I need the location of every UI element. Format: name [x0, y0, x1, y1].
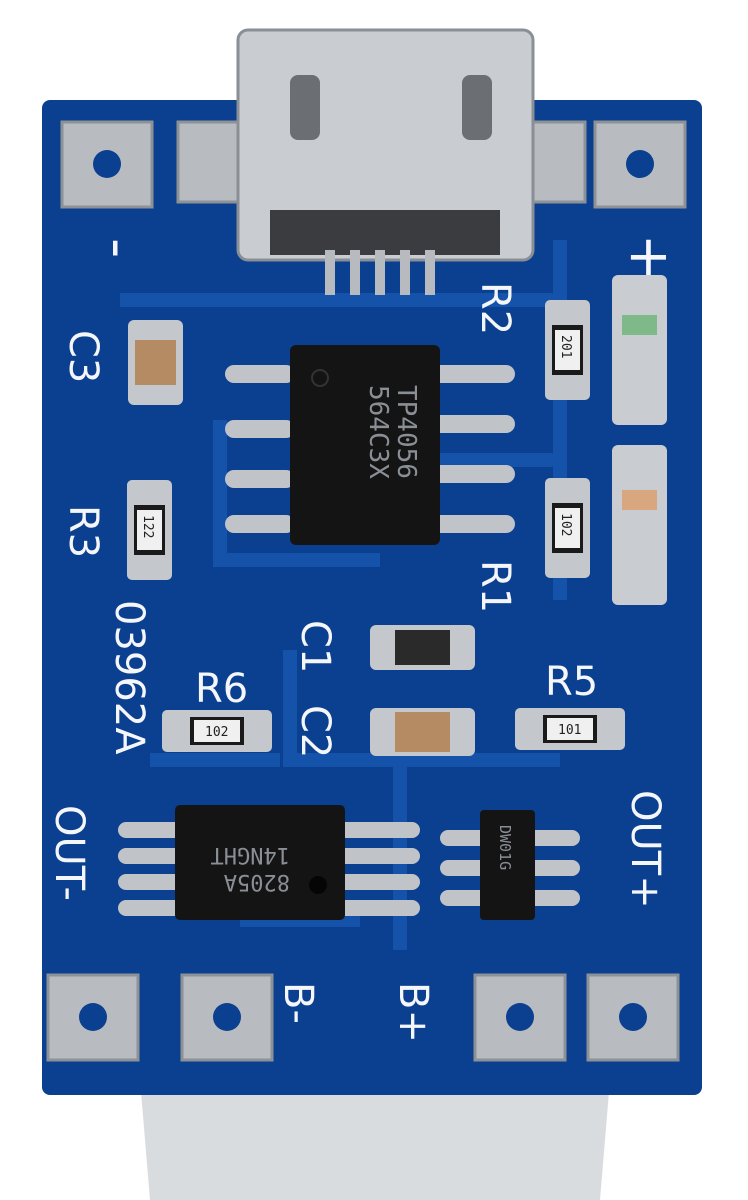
- label-c1: C1: [292, 620, 338, 673]
- label-out-minus: OUT-: [46, 805, 92, 901]
- label-plus: +: [625, 224, 672, 289]
- bottom-bracket: [140, 1080, 610, 1200]
- label-out-plus: OUT+: [622, 790, 668, 909]
- label-b-minus: B-: [275, 982, 321, 1024]
- chip-text-line2: 564C3X: [363, 385, 393, 479]
- label-c3: C3: [60, 330, 106, 383]
- protection-chip-text: DW01G: [496, 825, 514, 870]
- label-r6: R6: [195, 666, 248, 712]
- protection-chip: DW01G: [440, 810, 580, 920]
- label-r1: R1: [472, 560, 518, 613]
- tp4056-chip: TP4056 564C3X: [225, 345, 515, 545]
- leds: [612, 275, 667, 605]
- micro-usb-connector: [236, 28, 535, 295]
- label-r2: R2: [472, 282, 518, 335]
- label-r5: R5: [545, 659, 598, 705]
- label-b-plus: B+: [390, 982, 436, 1043]
- r6-code: 102: [205, 725, 228, 740]
- solder-pads: [46, 120, 687, 1062]
- mosfet-chip: 8205A 14NGHT: [118, 805, 420, 920]
- label-c2: C2: [292, 705, 338, 758]
- r5-code: 101: [558, 723, 581, 738]
- capacitors: [128, 320, 475, 756]
- resistors: 201 102 122 102 101: [127, 300, 625, 752]
- mosfet-text-line2: 14NGHT: [211, 842, 290, 867]
- silkscreen: C3 R3 03962A OUT- OUT+ R2 R1 C1 C2 R6 R5…: [46, 224, 672, 1043]
- chip-text-line1: TP4056: [391, 385, 421, 479]
- r1-code: 102: [558, 513, 573, 536]
- label-part-number: 03962A: [106, 600, 152, 755]
- r3-code: 122: [140, 515, 155, 538]
- label-minus: -: [86, 238, 151, 258]
- label-r3: R3: [60, 505, 106, 558]
- mosfet-text-line1: 8205A: [224, 869, 290, 894]
- r2-code: 201: [558, 335, 573, 358]
